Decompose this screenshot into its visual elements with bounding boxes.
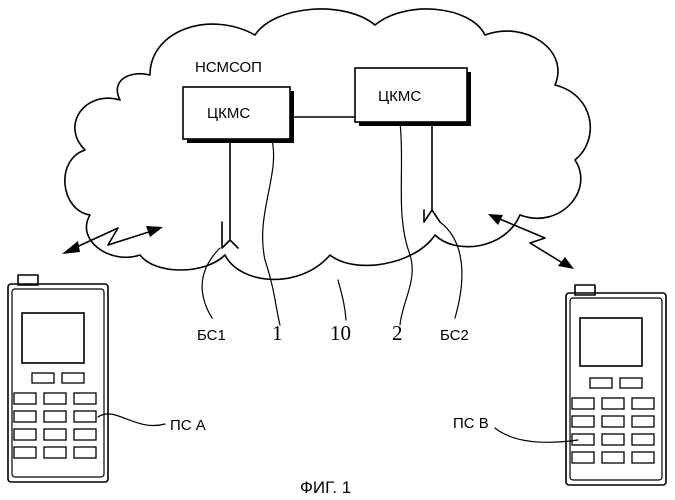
network-label: НСМСОП xyxy=(195,59,262,76)
ms-b-label: ПС В xyxy=(453,415,489,432)
network-cloud xyxy=(65,9,590,279)
radio-link-a-arrow-right xyxy=(146,226,163,237)
ref-2-label: 2 xyxy=(392,321,403,345)
radio-link-a xyxy=(70,228,155,250)
radio-link-b-arrow-right xyxy=(558,257,574,269)
bs2-antenna-icon xyxy=(424,210,440,222)
mobile-station-b-icon xyxy=(566,285,666,485)
leader-2 xyxy=(400,122,412,325)
figure-caption: ФИГ. 1 xyxy=(300,478,351,497)
leader-bs1 xyxy=(202,248,220,318)
ms-a-label: ПС А xyxy=(170,417,206,434)
leader-bs2 xyxy=(440,222,462,318)
radio-link-a-arrow-left xyxy=(62,241,80,254)
bs2-label: БС2 xyxy=(440,327,469,344)
radio-link-b xyxy=(495,217,566,265)
bs1-label: БС1 xyxy=(197,327,226,344)
ref-1-label: 1 xyxy=(272,321,283,345)
mobile-station-a-icon xyxy=(8,275,108,482)
leader-1 xyxy=(263,140,280,325)
radio-link-b-arrow-left xyxy=(488,214,503,225)
msc1-label: ЦКМС xyxy=(207,105,250,122)
msc2-label: ЦКМС xyxy=(378,88,421,105)
bs1-antenna-icon xyxy=(222,222,238,248)
leader-10 xyxy=(338,280,346,320)
ref-10-label: 10 xyxy=(330,321,351,345)
